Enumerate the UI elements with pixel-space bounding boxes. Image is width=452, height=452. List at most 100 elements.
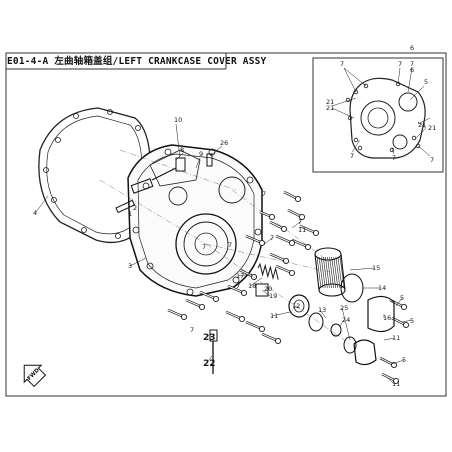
- gasket-hole: [73, 113, 79, 119]
- fwd-arrow-icon: [23, 364, 47, 388]
- center-line: [205, 243, 351, 345]
- gasket-hole: [135, 125, 141, 131]
- callout-1: 1: [128, 210, 132, 218]
- inset-callout-21: 21: [428, 124, 436, 132]
- cover-port: [168, 186, 188, 206]
- filter-pleat: [333, 256, 339, 289]
- bolt-head: [274, 337, 282, 345]
- spring-coil: [257, 262, 279, 280]
- bolt-head: [268, 213, 276, 221]
- leader-line: [271, 311, 291, 317]
- inset-bore: [360, 100, 396, 136]
- filter-pleat: [320, 256, 326, 289]
- leader-line: [319, 309, 327, 319]
- inset-leader: [331, 97, 357, 107]
- filter-pleat: [316, 256, 322, 289]
- callout-8: 8: [180, 146, 184, 154]
- page-title: E01-4-A 左曲轴箱盖组/LEFT CRANKCASE COVER ASSY: [7, 56, 267, 67]
- cover-large-bore: [175, 213, 237, 275]
- inset-cover-outline: [349, 77, 426, 159]
- inset-filter-port: [392, 134, 408, 150]
- callout-4: 4: [33, 209, 37, 217]
- gasket-hole: [107, 109, 113, 115]
- filter-pleat: [335, 256, 341, 289]
- leader-line: [205, 355, 213, 365]
- bolt-head: [294, 195, 302, 203]
- bolt-head: [400, 303, 408, 311]
- dowel-pin: [115, 199, 136, 214]
- cover-boss: [254, 228, 262, 236]
- callout-22: 22: [203, 359, 216, 369]
- cover-boss: [146, 262, 154, 270]
- leader-line: [129, 257, 147, 267]
- bolt-shank-inner: [245, 321, 261, 329]
- leader-line: [237, 273, 253, 277]
- bolt-shank-inner: [381, 373, 395, 381]
- bolt-shank-inner: [199, 291, 215, 299]
- inset-leader: [417, 145, 431, 157]
- bolt-head: [258, 239, 266, 247]
- callout-7: 7: [270, 234, 274, 242]
- leader-line: [395, 297, 403, 307]
- inset-leader: [407, 67, 413, 93]
- cover-boss: [232, 276, 240, 284]
- filter-cap-16: [367, 295, 395, 333]
- callout-25: 25: [340, 304, 348, 312]
- center-line: [119, 149, 237, 191]
- callout-23: 23: [203, 333, 216, 343]
- callout-18: 18: [248, 282, 256, 290]
- leader-line: [291, 221, 301, 229]
- gasket-hole: [115, 233, 121, 239]
- inset-leader: [343, 67, 357, 93]
- bolt-shank-inner: [269, 221, 283, 229]
- bolt-head: [304, 243, 312, 251]
- callout-7: 7: [228, 241, 232, 249]
- bolt-shank-inner: [245, 235, 261, 243]
- callout-15: 15: [372, 264, 380, 272]
- bolt-head: [288, 239, 296, 247]
- callout-11: 11: [392, 334, 400, 342]
- callout-11: 11: [270, 312, 278, 320]
- leader-line: [401, 319, 413, 323]
- callout-5: 5: [400, 294, 404, 302]
- callout-7: 7: [202, 243, 206, 251]
- callout-7: 7: [262, 190, 266, 198]
- leader-line: [417, 117, 431, 125]
- leader-line: [261, 289, 271, 297]
- cover-rib: [149, 149, 201, 187]
- stud-part-22-23: [209, 329, 218, 374]
- inset-frame: [312, 57, 444, 173]
- bolt-head: [240, 289, 248, 297]
- callout-6: 6: [410, 44, 414, 52]
- leader-line: [175, 151, 185, 161]
- bolt-shank-inner: [167, 309, 183, 317]
- inset-leader-lines: [331, 67, 431, 157]
- bolt-shank-inner: [291, 239, 307, 247]
- sensor-wire: [151, 167, 177, 181]
- callout-7: 7: [236, 282, 240, 290]
- bolt-head: [238, 315, 246, 323]
- bolt-head: [212, 295, 220, 303]
- inset-callout-21: 21: [326, 104, 334, 112]
- bolt-head: [280, 225, 288, 233]
- bolt-shank-inner: [275, 265, 291, 273]
- inset-callout-7: 7: [340, 60, 344, 68]
- callout-26: 26: [220, 139, 228, 147]
- bolt-head: [288, 269, 296, 277]
- bolt-shank-inner: [389, 299, 403, 307]
- inset-callout-21: 21: [326, 98, 334, 106]
- oil-filter-element: [314, 247, 346, 297]
- filter-pleat: [329, 256, 334, 289]
- callout-9: 9: [199, 150, 203, 158]
- inset-leader: [417, 121, 427, 129]
- callout-10: 10: [174, 116, 182, 124]
- cover-boss: [164, 148, 172, 156]
- inset-callout-7: 7: [350, 152, 354, 160]
- bush-13: [308, 312, 324, 332]
- bolt-shank-inner: [225, 311, 241, 319]
- leader-line: [261, 237, 273, 247]
- filter-pleat: [318, 256, 324, 289]
- inset-oil-port: [398, 92, 418, 112]
